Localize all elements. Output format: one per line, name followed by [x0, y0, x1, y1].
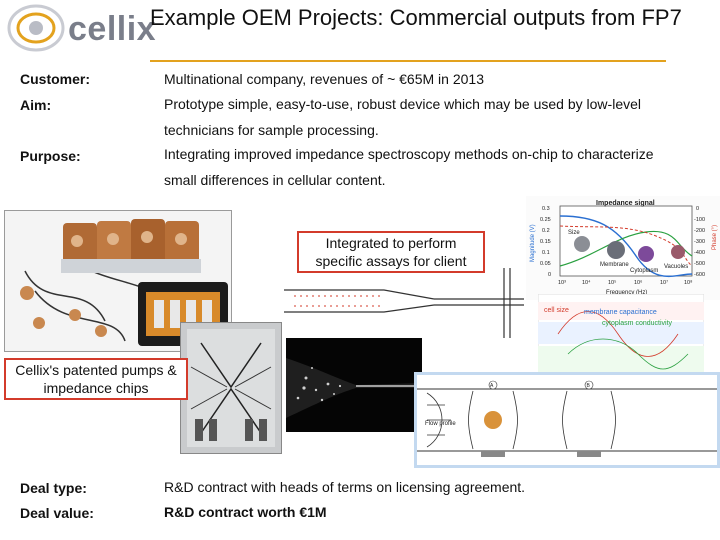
page-title: Example OEM Projects: Commercial outputs… — [150, 5, 682, 30]
microscope-image — [286, 338, 422, 432]
channel-diagram: Flow profile A B — [414, 372, 720, 468]
right-tick: -200 — [694, 228, 705, 234]
field-diagram: cell size membrane capacitance cytoplasm… — [537, 293, 705, 379]
aim-label: Aim: — [20, 97, 52, 113]
x-tick: 10⁴ — [582, 279, 591, 286]
deal-type-label: Deal type: — [20, 480, 87, 496]
x-tick: 10⁷ — [660, 279, 668, 286]
x-tick: 10⁵ — [608, 279, 616, 286]
left-tick: 0.25 — [540, 217, 551, 223]
right-tick: 0 — [696, 206, 699, 212]
microchannel-drawing — [284, 268, 524, 338]
left-tick: 0.05 — [540, 261, 551, 267]
x-tick: 10⁶ — [634, 279, 642, 286]
cellix-logo — [6, 2, 146, 54]
customer-text: Multinational company, revenues of ~ €65… — [164, 71, 484, 87]
annotation-cytoplasm: Cytoplasm — [630, 268, 658, 274]
deal-type-text: R&D contract with heads of terms on lice… — [164, 479, 526, 495]
logo-mark-icon — [7, 4, 65, 52]
logo-wordmark: cellix — [68, 10, 157, 48]
label-membrane-capacitance: membrane capacitance — [584, 309, 657, 316]
label-cell-size: cell size — [544, 307, 569, 314]
right-tick: -400 — [694, 250, 705, 256]
annotation-membrane: Membrane — [600, 262, 629, 268]
label-cytoplasm-conductivity: cytoplasm conductivity — [602, 320, 673, 327]
integrated-callout: Integrated to perform specific assays fo… — [297, 231, 485, 273]
left-tick: 0.2 — [542, 228, 550, 234]
purpose-label: Purpose: — [20, 148, 81, 164]
impedance-ylabel-right: Phase (°) — [712, 225, 718, 250]
purpose-text: Integrating improved impedance spectrosc… — [164, 146, 654, 188]
deal-value-label: Deal value: — [20, 505, 94, 521]
impedance-xlabel: Frequency (Hz) — [606, 290, 647, 296]
left-tick: 0.1 — [542, 250, 550, 256]
impedance-chart: Impedance signal Size Membrane Cytoplasm… — [526, 196, 720, 300]
impedance-chart-title: Impedance signal — [596, 200, 655, 207]
device-photo — [4, 210, 232, 352]
right-tick: -100 — [694, 217, 705, 223]
label-A: A — [490, 383, 494, 389]
chip-photo — [180, 322, 282, 454]
annotation-vacuoles: Vacuoles — [664, 264, 688, 270]
left-tick: 0 — [548, 272, 551, 278]
aim-text: Prototype simple, easy-to-use, robust de… — [164, 96, 641, 138]
customer-label: Customer: — [20, 71, 91, 87]
right-tick: -500 — [694, 261, 705, 267]
impedance-ylabel-left: Magnitude (V) — [530, 224, 536, 262]
deal-value-text: R&D contract worth €1M — [164, 504, 327, 520]
right-tick: -600 — [694, 272, 705, 278]
left-tick: 0.3 — [542, 206, 550, 212]
pumps-callout: Cellix's patented pumps & impedance chip… — [4, 358, 188, 400]
x-tick: 10³ — [558, 280, 566, 286]
left-tick: 0.15 — [540, 239, 551, 245]
label-B: B — [587, 383, 591, 389]
right-tick: -300 — [694, 239, 705, 245]
title-underline — [150, 60, 666, 62]
label-flow-profile: Flow profile — [425, 421, 456, 427]
x-tick: 10⁸ — [684, 279, 692, 286]
annotation-size: Size — [568, 230, 580, 236]
